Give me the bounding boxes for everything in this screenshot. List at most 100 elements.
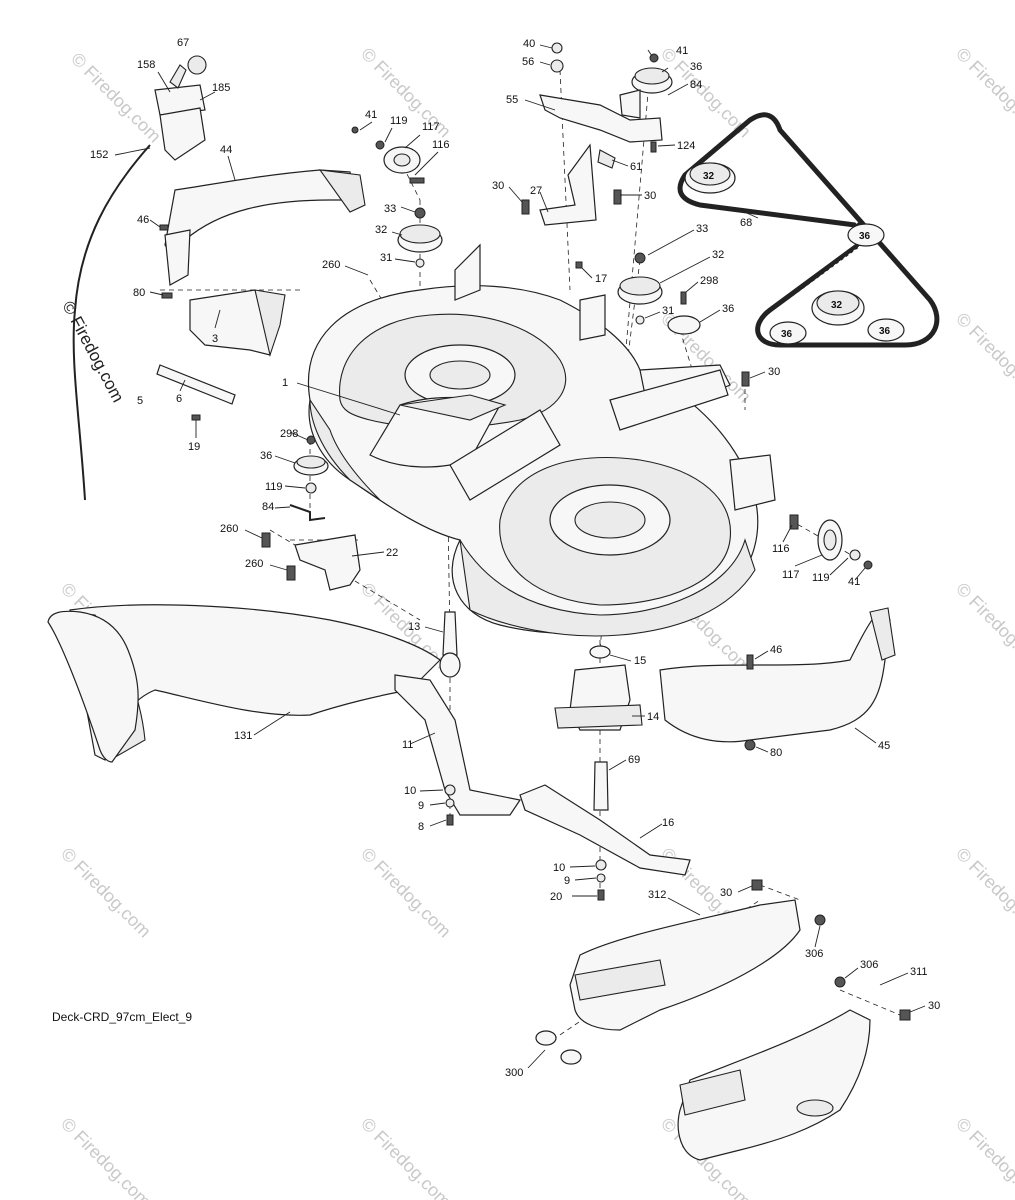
right-shield bbox=[659, 607, 896, 751]
belt-pulley-label: 36 bbox=[879, 326, 891, 337]
belt-pulleys: 32 36 32 36 36 bbox=[684, 162, 905, 345]
drive-belt bbox=[677, 112, 940, 348]
callout-label: 36 bbox=[260, 450, 272, 462]
callout-label: 260 bbox=[245, 558, 263, 570]
mulch-plug-upper bbox=[569, 879, 826, 1031]
callout-label: 298 bbox=[280, 428, 298, 440]
callout-label: 84 bbox=[262, 501, 274, 513]
callout-label: 300 bbox=[505, 1067, 523, 1079]
belt-pulley: 36 bbox=[867, 318, 905, 342]
callout-label: 1 bbox=[282, 377, 288, 389]
callout-label: 6 bbox=[176, 393, 182, 405]
discharge-chute bbox=[47, 604, 441, 763]
callout-labels: 67 158 185 152 44 46 80 3 6 5 19 41 119 … bbox=[90, 37, 940, 1079]
callout-label: 32 bbox=[712, 249, 724, 261]
watermark-text: © Firedog.com bbox=[357, 844, 455, 942]
callout-label: 30 bbox=[720, 887, 732, 899]
left-spindle-blade bbox=[394, 611, 521, 826]
callout-label: 30 bbox=[768, 366, 780, 378]
callout-label: 119 bbox=[265, 481, 283, 493]
callout-label: 9 bbox=[418, 800, 424, 812]
belt-pulley: 32 bbox=[811, 290, 865, 326]
callout-label: 13 bbox=[408, 621, 420, 633]
belt-pulley-label: 36 bbox=[859, 231, 871, 242]
callout-label: 45 bbox=[878, 740, 890, 752]
belt-pulley-label: 32 bbox=[703, 171, 715, 182]
callout-label: 117 bbox=[422, 121, 440, 133]
callout-label: 17 bbox=[595, 273, 607, 285]
watermark-text: © Firedog.com bbox=[952, 579, 1015, 677]
callout-label: 131 bbox=[234, 730, 252, 742]
screws bbox=[535, 1030, 582, 1065]
pulley-36-top bbox=[631, 53, 673, 94]
pulley-32-right bbox=[617, 252, 701, 335]
callout-label: 158 bbox=[137, 59, 155, 71]
callout-label: 312 bbox=[648, 889, 666, 901]
callout-label: 119 bbox=[812, 572, 830, 584]
callout-label: 30 bbox=[928, 1000, 940, 1012]
callout-label: 117 bbox=[782, 569, 800, 581]
callout-label: 22 bbox=[386, 547, 398, 559]
callout-label: 61 bbox=[630, 161, 642, 173]
leader-lines bbox=[114, 44, 926, 1069]
callout-label: 19 bbox=[188, 441, 200, 453]
bracket-assembly bbox=[521, 42, 750, 387]
callout-label: 11 bbox=[402, 739, 413, 751]
belt-pulley-label: 32 bbox=[831, 300, 843, 311]
mulch-plug-lower bbox=[677, 976, 911, 1161]
callout-label: 30 bbox=[644, 190, 656, 202]
callout-label: 260 bbox=[322, 259, 340, 271]
watermark-text: © Firedog.com bbox=[952, 844, 1015, 942]
idler-pulley-top bbox=[351, 126, 425, 184]
callout-label: 33 bbox=[384, 203, 396, 215]
callout-label: 46 bbox=[137, 214, 149, 226]
callout-label: 116 bbox=[432, 139, 450, 151]
callout-label: 10 bbox=[553, 862, 565, 874]
belt-pulley: 32 bbox=[684, 162, 736, 194]
callout-label: 306 bbox=[860, 959, 878, 971]
callout-label: 311 bbox=[910, 966, 928, 978]
callout-label: 10 bbox=[404, 785, 416, 797]
callout-label: 56 bbox=[522, 56, 534, 68]
callout-label: 15 bbox=[634, 655, 646, 667]
callout-label: 68 bbox=[740, 217, 752, 229]
callout-label: 32 bbox=[375, 224, 387, 236]
idler-right bbox=[789, 514, 873, 570]
callout-label: 119 bbox=[390, 115, 408, 127]
callout-label: 298 bbox=[700, 275, 718, 287]
idler-left bbox=[261, 435, 361, 591]
mower-deck bbox=[308, 243, 776, 637]
callout-label: 84 bbox=[690, 79, 702, 91]
watermark-text: © Firedog.com bbox=[57, 844, 155, 942]
pulley-32-left bbox=[397, 207, 443, 268]
callout-label: 55 bbox=[506, 94, 518, 106]
watermark-text: © Firedog.com bbox=[952, 44, 1015, 142]
callout-label: 124 bbox=[677, 140, 695, 152]
callout-label: 14 bbox=[647, 711, 659, 723]
callout-label: 33 bbox=[696, 223, 708, 235]
callout-label: 80 bbox=[770, 747, 782, 759]
watermark-text: © Firedog.com bbox=[357, 1114, 455, 1200]
watermark-text: © Firedog.com bbox=[952, 309, 1015, 407]
belt-pulley: 36 bbox=[847, 223, 885, 247]
belt-pulley-label: 36 bbox=[781, 329, 793, 340]
watermark-text: © Firedog.com bbox=[57, 1114, 155, 1200]
callout-label: 16 bbox=[662, 817, 674, 829]
right-spindle-blade bbox=[519, 645, 691, 901]
copyright-text: © Firedog.com bbox=[58, 298, 127, 406]
callout-label: 31 bbox=[380, 252, 392, 264]
belt-pulley: 36 bbox=[769, 321, 807, 345]
callout-label: 40 bbox=[523, 38, 535, 50]
callout-label: 116 bbox=[772, 543, 790, 555]
callout-label: 41 bbox=[676, 45, 688, 57]
callout-label: 41 bbox=[365, 109, 377, 121]
callout-label: 8 bbox=[418, 821, 424, 833]
callout-label: 20 bbox=[550, 891, 562, 903]
callout-label: 36 bbox=[690, 61, 702, 73]
callout-label: 260 bbox=[220, 523, 238, 535]
callout-label: 27 bbox=[530, 185, 542, 197]
callout-label: 152 bbox=[90, 149, 108, 161]
callout-label: 185 bbox=[212, 82, 230, 94]
lift-assembly bbox=[72, 55, 366, 501]
